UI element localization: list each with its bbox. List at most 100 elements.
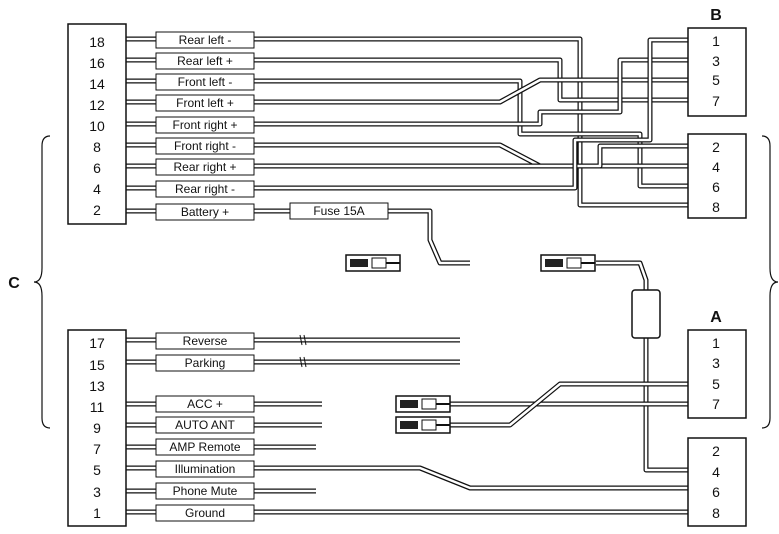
wire-label-amp-remote: AMP Remote	[155, 438, 255, 456]
wire-label-acc-plus: ACC +	[155, 395, 255, 413]
wire-label-ground: Ground	[155, 504, 255, 522]
inline-filter	[631, 289, 661, 339]
connector-b: B 1 3 5 7 2 4 6 8	[687, 7, 747, 219]
c-pin-1: 1	[93, 505, 101, 521]
reverse-break-mark	[299, 334, 307, 346]
c-pin-4: 4	[93, 181, 101, 197]
svg-text:Front right -: Front right -	[174, 139, 236, 153]
wire-auto-ant-right-core	[450, 382, 688, 427]
c-pin-5: 5	[93, 462, 101, 478]
wire-label-rear-left-plus: Rear left +	[155, 52, 255, 70]
svg-text:Rear right +: Rear right +	[173, 160, 236, 174]
c-pin-8: 8	[93, 139, 101, 155]
connector-c-upper: 18 16 14 12 10 8 6 4 2	[67, 23, 127, 225]
c-pin-10: 10	[89, 118, 105, 134]
parking-break-mark	[299, 356, 307, 368]
right-brace	[761, 135, 779, 429]
b-pin-4: 4	[712, 159, 720, 175]
wire-front-right-plus-core	[126, 58, 688, 126]
a-pin-6: 6	[712, 484, 720, 500]
svg-text:Front right +: Front right +	[172, 118, 237, 132]
b-pin-8: 8	[712, 199, 720, 215]
wire-rear-left-minus-core	[126, 37, 688, 207]
b-pin-3: 3	[712, 53, 720, 69]
plug-battery-right	[540, 254, 596, 272]
wire-label-rear-right-plus: Rear right +	[155, 158, 255, 176]
wire-label-reverse: Reverse	[155, 332, 255, 350]
wire-rear-right-plus-core	[126, 144, 688, 168]
c-pin-14: 14	[89, 76, 105, 92]
wire-label-phone-mute: Phone Mute	[155, 482, 255, 500]
a-pin-5: 5	[712, 376, 720, 392]
svg-text:AMP Remote: AMP Remote	[169, 440, 240, 454]
c-pin-15: 15	[89, 357, 105, 373]
svg-text:Reverse: Reverse	[183, 334, 228, 348]
c-pin-18: 18	[89, 34, 105, 50]
wire-label-rear-right-minus: Rear right -	[155, 180, 255, 198]
svg-text:Front left -: Front left -	[178, 75, 233, 89]
wire-illumination-core	[126, 466, 688, 490]
svg-text:ACC +: ACC +	[187, 397, 223, 411]
wire-label-illumination: Illumination	[155, 460, 255, 478]
a-pin-3: 3	[712, 355, 720, 371]
b-pin-7: 7	[712, 93, 720, 109]
wire-front-right-minus-core	[126, 143, 688, 168]
svg-text:Phone Mute: Phone Mute	[173, 484, 238, 498]
a-pin-2: 2	[712, 443, 720, 459]
c-pin-13: 13	[89, 378, 105, 394]
plug-acc-right	[395, 395, 451, 413]
connector-c-brace: C	[8, 135, 51, 429]
c-pin-9: 9	[93, 420, 101, 436]
upper-wire-labels: Rear left - Rear left + Front left - Fro…	[155, 31, 255, 221]
wire-label-front-right-plus: Front right +	[155, 116, 255, 134]
wire-rear-right-minus-core	[126, 38, 688, 190]
c-pin-6: 6	[93, 160, 101, 176]
wire-label-front-left-plus: Front left +	[155, 94, 255, 112]
wire-label-rear-left-minus: Rear left -	[155, 31, 255, 49]
svg-text:Fuse 15A: Fuse 15A	[313, 204, 364, 218]
c-pin-11: 11	[90, 399, 105, 415]
plug-battery-left	[345, 254, 401, 272]
fuse-15a: Fuse 15A	[289, 202, 389, 220]
wire-label-auto-ant: AUTO ANT	[155, 416, 255, 434]
wire-label-parking: Parking	[155, 354, 255, 372]
a-pin-1: 1	[712, 335, 720, 351]
b-pin-5: 5	[712, 72, 720, 88]
svg-text:Ground: Ground	[185, 506, 225, 520]
connector-a: A 1 3 5 7 2 4 6 8	[687, 309, 747, 527]
svg-text:Front left +: Front left +	[176, 96, 234, 110]
svg-text:Battery +: Battery +	[181, 205, 229, 219]
svg-text:Parking: Parking	[185, 356, 226, 370]
c-pin-2: 2	[93, 202, 101, 218]
wire-front-left-plus-core	[126, 78, 688, 104]
wire-front-right-plus	[126, 57, 688, 127]
c-pin-7: 7	[93, 441, 101, 457]
svg-text:Rear left +: Rear left +	[177, 54, 233, 68]
c-pin-17: 17	[89, 335, 105, 351]
c-pin-3: 3	[93, 484, 101, 500]
c-pin-16: 16	[89, 55, 105, 71]
lower-wire-labels: Reverse Parking ACC + AUTO ANT AMP Remot…	[155, 332, 255, 522]
svg-text:Illumination: Illumination	[175, 462, 236, 476]
svg-text:Rear left -: Rear left -	[179, 33, 232, 47]
plug-ant-right	[395, 416, 451, 434]
b-pin-1: 1	[712, 33, 720, 49]
b-pin-6: 6	[712, 179, 720, 195]
a-pin-8: 8	[712, 505, 720, 521]
a-pin-7: 7	[712, 396, 720, 412]
wire-label-front-right-minus: Front right -	[155, 137, 255, 155]
svg-text:Rear right -: Rear right -	[175, 182, 235, 196]
connector-b-label: B	[710, 7, 722, 24]
c-pin-12: 12	[89, 97, 105, 113]
connector-a-label: A	[710, 309, 722, 326]
svg-text:AUTO ANT: AUTO ANT	[175, 418, 235, 432]
b-pin-2: 2	[712, 139, 720, 155]
connector-c-label: C	[8, 275, 20, 292]
wire-label-battery-plus: Battery +	[155, 203, 255, 221]
wire-battery-to-a4-core	[596, 261, 688, 472]
wire-front-left-minus-core	[126, 79, 688, 188]
connector-c-lower: 17 15 13 11 9 7 5 3 1	[67, 329, 127, 527]
a-pin-4: 4	[712, 464, 720, 480]
wire-label-front-left-minus: Front left -	[155, 73, 255, 91]
